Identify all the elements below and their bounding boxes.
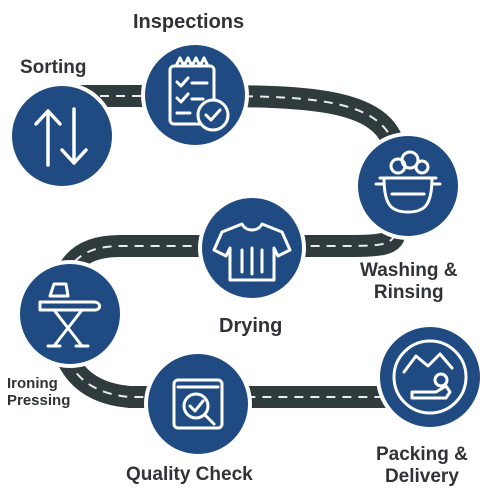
step-washing <box>354 132 462 240</box>
step-drying <box>198 194 306 302</box>
label-line: Pressing <box>7 392 71 410</box>
quality-check-icon <box>172 378 224 430</box>
label-packing: Packing & Delivery <box>376 444 468 488</box>
label-line: Washing & <box>360 260 458 281</box>
step-circle <box>8 82 116 190</box>
label-inspections: Inspections <box>133 11 244 34</box>
label-line: Inspections <box>133 11 245 33</box>
sort-arrows-icon <box>34 107 88 167</box>
step-quality <box>144 350 252 458</box>
label-drying: Drying <box>219 315 282 338</box>
label-washing: Washing & Rinsing <box>360 260 457 304</box>
label-line: Packing & <box>376 444 468 465</box>
step-circle <box>144 350 252 458</box>
label-quality: Quality Check <box>126 464 253 486</box>
label-line: Delivery <box>384 465 459 487</box>
step-circle <box>354 132 462 240</box>
step-sorting <box>8 82 116 190</box>
shirt-icon <box>212 222 292 282</box>
clipboard-check-icon <box>168 56 230 132</box>
label-line: Rinsing <box>373 281 444 303</box>
step-ironing <box>16 260 124 368</box>
ironing-board-icon <box>38 282 102 348</box>
label-line: Quality Check <box>126 464 253 485</box>
step-circle <box>16 260 124 368</box>
label-line: Drying <box>219 315 283 337</box>
package-delivery-icon <box>392 339 468 415</box>
step-inspections <box>141 41 249 149</box>
label-line: Ironing <box>7 375 58 392</box>
label-sorting: Sorting <box>20 57 87 79</box>
wash-basin-icon <box>374 150 442 214</box>
label-line: Sorting <box>20 57 87 78</box>
label-ironing: Ironing Pressing <box>7 375 70 410</box>
step-packing <box>376 323 484 431</box>
